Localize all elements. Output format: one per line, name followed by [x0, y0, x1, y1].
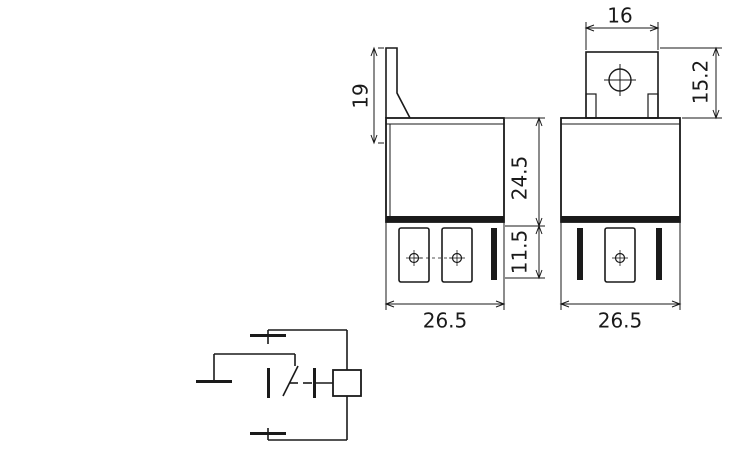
label-16: 16 [607, 4, 632, 28]
switch-contact-right [313, 368, 316, 398]
side-terminal-3 [491, 228, 497, 280]
mounting-bracket [385, 47, 411, 119]
side-terminal-2 [441, 227, 473, 283]
side-view [370, 46, 545, 310]
coil [332, 369, 362, 397]
dim-15-2 [660, 46, 722, 120]
dim-26-5-side [384, 222, 506, 310]
label-11-5: 11.5 [508, 230, 532, 275]
dim-24-5-and-11-5 [505, 116, 545, 280]
mounting-tab [585, 51, 659, 119]
label-26-5-front: 26.5 [598, 309, 643, 333]
front-terminal-right [656, 228, 662, 280]
label-15-2: 15.2 [689, 60, 713, 105]
front-terminal-left [577, 228, 583, 280]
label-19: 19 [349, 83, 373, 108]
front-body [560, 117, 681, 223]
dim-16 [584, 22, 660, 50]
dim-26-5-front [559, 222, 682, 310]
relay-schematic [196, 329, 362, 441]
side-body [385, 117, 505, 223]
front-terminal-center [604, 227, 636, 283]
dim-19 [370, 46, 384, 145]
front-view [559, 22, 722, 310]
label-26-5-side: 26.5 [423, 309, 468, 333]
label-24-5: 24.5 [508, 156, 532, 201]
switch-contact-left [267, 368, 270, 398]
side-terminal-1 [398, 227, 430, 283]
